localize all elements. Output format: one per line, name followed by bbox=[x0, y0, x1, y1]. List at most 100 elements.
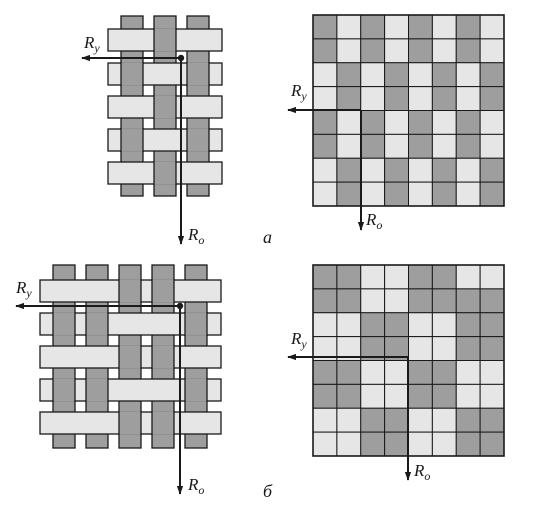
grid-cell-dark bbox=[384, 431, 409, 457]
grid-cell-dark bbox=[384, 62, 409, 88]
grid-a bbox=[312, 14, 505, 207]
grid-cell-light bbox=[431, 312, 457, 338]
grid-cell-dark bbox=[431, 383, 457, 409]
grid-cell-light bbox=[479, 110, 505, 135]
warp-overlap bbox=[152, 279, 174, 303]
grid-cell-dark bbox=[312, 288, 338, 314]
grid-cell-dark bbox=[455, 407, 481, 433]
grid-cell-dark bbox=[360, 110, 386, 135]
warp-overlap bbox=[53, 378, 75, 402]
grid-cell-light bbox=[312, 86, 338, 111]
grid-cell-light bbox=[408, 407, 433, 433]
grid-cell-dark bbox=[360, 14, 386, 40]
warp-overlap bbox=[187, 128, 209, 152]
grid-cell-light bbox=[431, 336, 457, 361]
grid-cell-dark bbox=[360, 38, 386, 64]
grid-cell-light bbox=[360, 360, 386, 385]
warp-overlap bbox=[154, 161, 176, 185]
ry-label-grid-b: Ry bbox=[290, 329, 307, 351]
ro-label-weave-a: Ro bbox=[187, 225, 204, 247]
grid-cell-dark bbox=[455, 110, 481, 135]
grid-cell-dark bbox=[384, 86, 409, 111]
grid-cell-light bbox=[479, 383, 505, 409]
grid-cell-light bbox=[384, 110, 409, 135]
grid-cell-light bbox=[360, 62, 386, 88]
warp-overlap bbox=[185, 312, 207, 336]
warp-overlap bbox=[154, 95, 176, 119]
grid-cell-light bbox=[431, 110, 457, 135]
grid-cell-light bbox=[455, 157, 481, 183]
grid-cell-light bbox=[455, 86, 481, 111]
grid-cell-light bbox=[479, 38, 505, 64]
ry-label-grid-a: Ry bbox=[290, 81, 307, 103]
grid-cell-dark bbox=[479, 312, 505, 338]
grid-cell-dark bbox=[408, 110, 433, 135]
grid-cell-dark bbox=[408, 14, 433, 40]
grid-cell-dark bbox=[336, 360, 362, 385]
grid-cell-dark bbox=[479, 407, 505, 433]
grid-cell-dark bbox=[408, 38, 433, 64]
warp-overlap bbox=[152, 411, 174, 435]
grid-cell-dark bbox=[312, 360, 338, 385]
grid-cell-dark bbox=[431, 264, 457, 290]
grid-cell-dark bbox=[336, 62, 362, 88]
grid-cell-dark bbox=[384, 157, 409, 183]
ry-label-weave-a: Ry bbox=[83, 33, 100, 55]
grid-cell-light bbox=[408, 336, 433, 361]
grid-cell-light bbox=[312, 62, 338, 88]
grid-cell-dark bbox=[455, 431, 481, 457]
grid-cell-light bbox=[336, 312, 362, 338]
weave-b bbox=[39, 264, 222, 449]
grid-cell-dark bbox=[479, 157, 505, 183]
grid-cell-light bbox=[431, 133, 457, 159]
weave-a bbox=[107, 15, 223, 197]
grid-cell-dark bbox=[360, 407, 386, 433]
grid-cell-dark bbox=[336, 264, 362, 290]
grid-cell-light bbox=[312, 431, 338, 457]
warp-overlap bbox=[119, 411, 141, 435]
grid-cell-light bbox=[479, 14, 505, 40]
grid-cell-dark bbox=[408, 288, 433, 314]
caption-a: а bbox=[263, 227, 272, 247]
grid-cell-light bbox=[360, 383, 386, 409]
grid-cell-light bbox=[336, 133, 362, 159]
grid-cell-light bbox=[336, 38, 362, 64]
grid-cell-dark bbox=[455, 38, 481, 64]
grid-cell-dark bbox=[384, 312, 409, 338]
grid-cell-light bbox=[312, 181, 338, 207]
grid-cell-light bbox=[336, 14, 362, 40]
grid-cell-dark bbox=[360, 133, 386, 159]
warp-overlap bbox=[185, 378, 207, 402]
origin-dot-b bbox=[176, 302, 184, 310]
grid-cell-light bbox=[455, 62, 481, 88]
ry-label-weave-b: Ry bbox=[15, 278, 32, 300]
warp-overlap bbox=[152, 345, 174, 369]
grid-cell-dark bbox=[455, 312, 481, 338]
grid-cell-light bbox=[431, 38, 457, 64]
weft-strip bbox=[39, 378, 222, 402]
grid-cell-dark bbox=[479, 336, 505, 361]
origin-dot-a bbox=[177, 54, 185, 62]
grid-cell-dark bbox=[312, 110, 338, 135]
grid-cell-dark bbox=[408, 360, 433, 385]
grid-cell-dark bbox=[336, 181, 362, 207]
warp-overlap bbox=[86, 312, 108, 336]
grid-cell-dark bbox=[479, 86, 505, 111]
grid-cell-dark bbox=[431, 181, 457, 207]
warp-overlap bbox=[119, 345, 141, 369]
grid-cell-light bbox=[312, 407, 338, 433]
grid-cell-dark bbox=[384, 181, 409, 207]
grid-cell-dark bbox=[431, 86, 457, 111]
grid-cell-light bbox=[384, 264, 409, 290]
grid-cell-light bbox=[431, 407, 457, 433]
grid-cell-dark bbox=[479, 431, 505, 457]
grid-cell-light bbox=[360, 157, 386, 183]
grid-cell-dark bbox=[431, 288, 457, 314]
grid-cell-light bbox=[384, 383, 409, 409]
warp-overlap bbox=[86, 378, 108, 402]
grid-cell-light bbox=[384, 38, 409, 64]
grid-cell-light bbox=[384, 288, 409, 314]
grid-cell-dark bbox=[431, 157, 457, 183]
grid-cell-light bbox=[336, 431, 362, 457]
